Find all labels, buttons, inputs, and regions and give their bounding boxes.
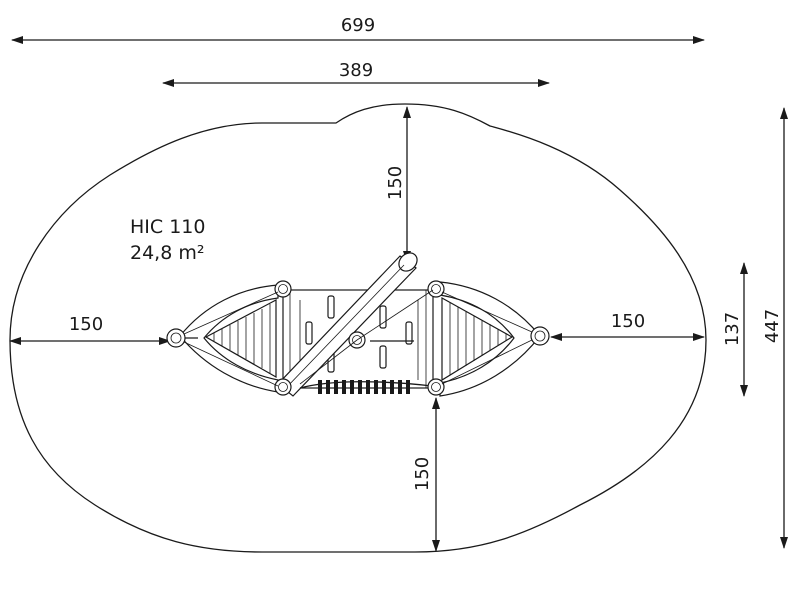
spring-coil (299, 380, 433, 394)
cables (183, 289, 533, 387)
dimension-top-clearance: 150 (385, 106, 411, 263)
left-clearance-label: 150 (69, 314, 103, 335)
dimension-bottom-clearance: 150 (412, 397, 440, 552)
overall-depth-label: 447 (762, 309, 783, 343)
area-label: 24,8 m² (130, 242, 204, 264)
bottom-clearance-label: 150 (412, 457, 433, 491)
post-right-end (530, 326, 550, 346)
safety-area-outline (9, 103, 707, 553)
dimension-overall-depth: 447 (762, 107, 788, 549)
top-clearance-label: 150 (385, 166, 406, 200)
structure-depth-label: 137 (722, 312, 743, 346)
dimension-overall-width: 699 (11, 15, 705, 44)
post-bottom-left (274, 378, 292, 396)
dimension-left-clearance: 150 (9, 314, 171, 345)
post-top-left (274, 280, 292, 298)
right-bridge (439, 281, 541, 397)
right-clearance-label: 150 (611, 311, 645, 332)
hic-label: HIC 110 (130, 216, 205, 238)
posts (166, 280, 550, 396)
post-top-right (427, 280, 445, 298)
post-bottom-right (427, 378, 445, 396)
overall-width-label: 699 (341, 15, 375, 36)
structure-width-label: 389 (339, 60, 373, 81)
equipment-plan (166, 252, 550, 397)
dimension-right-clearance: 150 (550, 311, 705, 341)
diagonal-beam (277, 252, 418, 397)
post-left-end (166, 328, 186, 348)
dimension-structure-width: 389 (162, 60, 550, 87)
dimension-structure-depth: 137 (722, 262, 748, 397)
